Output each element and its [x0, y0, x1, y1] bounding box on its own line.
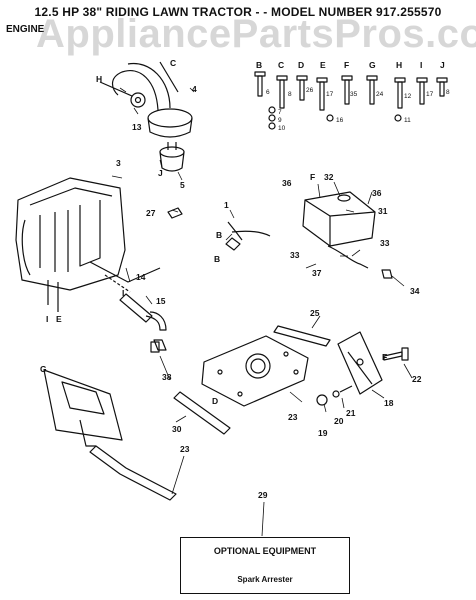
letter-callouts: C H J B B F F E I G D I B C D E F G H I …: [40, 58, 445, 406]
fuel-line-drawing: [327, 245, 369, 269]
part-30-strip-drawing: [173, 391, 231, 435]
callout-5: 5: [180, 180, 185, 190]
bracket-18-drawing: [337, 331, 383, 395]
callout-leaders: [111, 87, 413, 537]
callout-34: 34: [410, 286, 420, 296]
sub-16: 16: [336, 117, 344, 124]
letter-i2: I: [122, 288, 124, 298]
callout-4: 4: [192, 84, 197, 94]
letter-f2: F: [382, 352, 387, 362]
letter-b2: B: [214, 254, 220, 264]
sub-9: 9: [278, 117, 282, 124]
sub-8b: 8: [446, 89, 450, 96]
part-27-strip-drawing: [273, 325, 331, 347]
callout-23: 23: [180, 444, 190, 454]
callout-20: 20: [334, 416, 344, 426]
engine-block-drawing: [15, 177, 161, 312]
letter-f1: F: [310, 172, 315, 182]
callout-36b: 36: [372, 188, 382, 198]
sub-24: 24: [376, 91, 384, 98]
hardware-sub-numbers: 6 7 8 9 10 26 17 16 35 24 12 11 17 8: [266, 87, 450, 132]
deck-frame-drawing: [43, 369, 123, 447]
callout-28: 27: [146, 208, 156, 218]
letter-b-row: B: [256, 60, 262, 70]
letter-d: D: [212, 396, 218, 406]
callout-38: 38: [162, 372, 172, 382]
letter-e-row: E: [320, 60, 326, 70]
bolt-22-drawing: [383, 347, 409, 361]
sub-10: 10: [278, 125, 286, 132]
callout-25: 23: [288, 412, 298, 422]
letter-i-row: I: [420, 60, 422, 70]
callout-29: 29: [258, 490, 268, 500]
letter-f-row: F: [344, 60, 349, 70]
callout-19: 19: [318, 428, 328, 438]
letter-j: J: [158, 168, 163, 178]
callout-30: 30: [172, 424, 182, 434]
sub-17: 17: [326, 91, 334, 98]
callout-37: 37: [312, 268, 322, 278]
misc-small-parts-drawing: [150, 207, 393, 353]
watermark: AppliancePartsPros.com: [36, 12, 476, 56]
optional-equipment-box: OPTIONAL EQUIPMENT Spark Arrester: [180, 537, 350, 594]
sub-17b: 17: [426, 91, 434, 98]
callout-3: 3: [116, 158, 121, 168]
letter-g-row: G: [369, 60, 376, 70]
letter-c-row: C: [278, 60, 284, 70]
section-label-engine: ENGINE: [6, 24, 45, 35]
sub-6: 6: [266, 89, 270, 96]
callout-15: 15: [156, 296, 166, 306]
letter-i: I: [46, 314, 48, 324]
sub-7: 7: [278, 109, 282, 116]
letter-g: G: [40, 364, 47, 374]
callout-31: 31: [378, 206, 388, 216]
callout-1: 1: [224, 200, 229, 210]
callout-33a: 33: [380, 238, 390, 248]
callout-33b: 33: [290, 250, 300, 260]
sub-8: 8: [288, 91, 292, 98]
diagram-title: 12.5 HP 38" RIDING LAWN TRACTOR - - MODE…: [34, 5, 442, 19]
callout-18: 18: [384, 398, 394, 408]
callout-13: 13: [132, 122, 142, 132]
air-intake-drawing: [99, 61, 193, 138]
optional-equipment-item: Spark Arrester: [237, 575, 293, 584]
sub-26: 26: [306, 87, 314, 94]
part-5-drawing: [159, 142, 185, 172]
letter-j-row: J: [440, 60, 445, 70]
letter-e: E: [56, 314, 62, 324]
heat-shield-plate-drawing: [201, 335, 309, 407]
letter-c: C: [170, 58, 176, 68]
exhaust-pipe-drawing: [119, 293, 167, 351]
part-callouts: 3 4 5 13 1 27 14 15 38 25 23 18 21 20 19…: [116, 84, 422, 500]
callout-36a: 36: [282, 178, 292, 188]
sub-35: 35: [350, 91, 358, 98]
callout-14: 14: [136, 272, 146, 282]
letter-d-row: D: [298, 60, 304, 70]
part-23-plate-drawing: [89, 445, 177, 501]
callout-32: 32: [324, 172, 334, 182]
sub-12: 12: [404, 93, 412, 100]
sub-11: 11: [404, 117, 411, 124]
letter-h: H: [96, 74, 102, 84]
fuel-tank-drawing: [302, 191, 376, 247]
optional-equipment-title: OPTIONAL EQUIPMENT: [213, 546, 317, 556]
callout-27: 25: [310, 308, 320, 318]
hardware-fasteners-drawing: [254, 71, 448, 130]
small-fasteners-drawing: [316, 385, 353, 406]
callout-21: 21: [346, 408, 356, 418]
letter-h-row: H: [396, 60, 402, 70]
throttle-control-drawing: [225, 221, 271, 251]
letter-b1: B: [216, 230, 222, 240]
callout-22: 22: [412, 374, 422, 384]
